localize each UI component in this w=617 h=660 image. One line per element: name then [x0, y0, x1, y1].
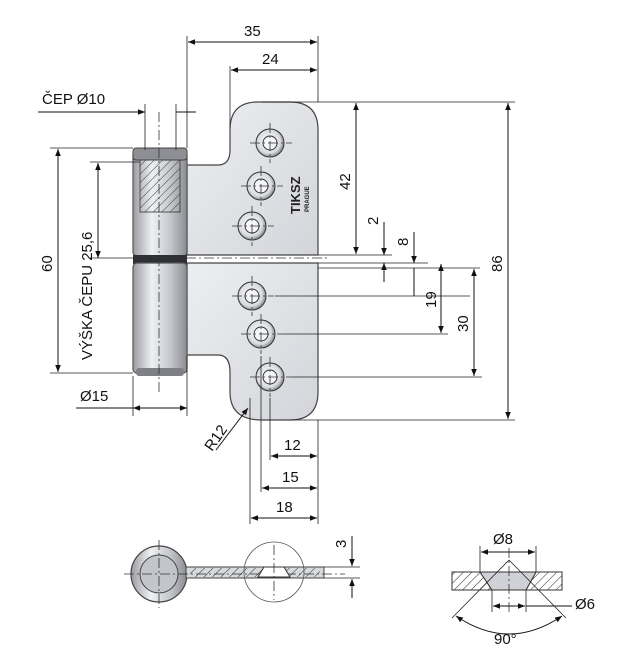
dim-19: 19: [423, 291, 440, 308]
dim-gap-8: 8: [395, 238, 412, 246]
dim-60: 60: [39, 255, 56, 272]
dim-24: 24: [262, 51, 279, 68]
dim-radius-12: R12: [201, 422, 231, 454]
knuckle-joint: [133, 255, 187, 264]
svg-text:TIKSZ: TIKSZ: [288, 176, 303, 214]
dim-86: 86: [489, 255, 506, 272]
pin-section-hatch: [139, 151, 181, 213]
dim-pin-diameter: ČEP Ø10: [42, 91, 105, 108]
dim-42: 42: [337, 173, 354, 190]
dim-15: 15: [282, 469, 299, 486]
dim-diameter-15: Ø15: [80, 388, 108, 405]
pin-bottom: [136, 368, 184, 376]
top-view: [124, 540, 345, 608]
pin-cap: [132, 147, 188, 161]
dim-angle-90: 90°: [494, 631, 517, 648]
dim-pin-height: VÝŠKA ČEPU 25,6: [79, 232, 96, 360]
brand-logo: TIKSZ PRAGUE: [288, 176, 311, 214]
dim-18: 18: [276, 499, 293, 516]
dim-thickness-3: 3: [333, 540, 350, 548]
lower-knuckle: [132, 262, 188, 374]
countersink-detail: [451, 548, 563, 612]
dim-12: 12: [284, 437, 301, 454]
dim-35: 35: [244, 23, 261, 40]
dim-30: 30: [455, 315, 472, 332]
svg-text:PRAGUE: PRAGUE: [305, 186, 311, 212]
dim-gap-2: 2: [365, 217, 382, 225]
dim-countersink-8: Ø8: [493, 531, 513, 548]
dim-hole-6: Ø6: [575, 596, 595, 613]
